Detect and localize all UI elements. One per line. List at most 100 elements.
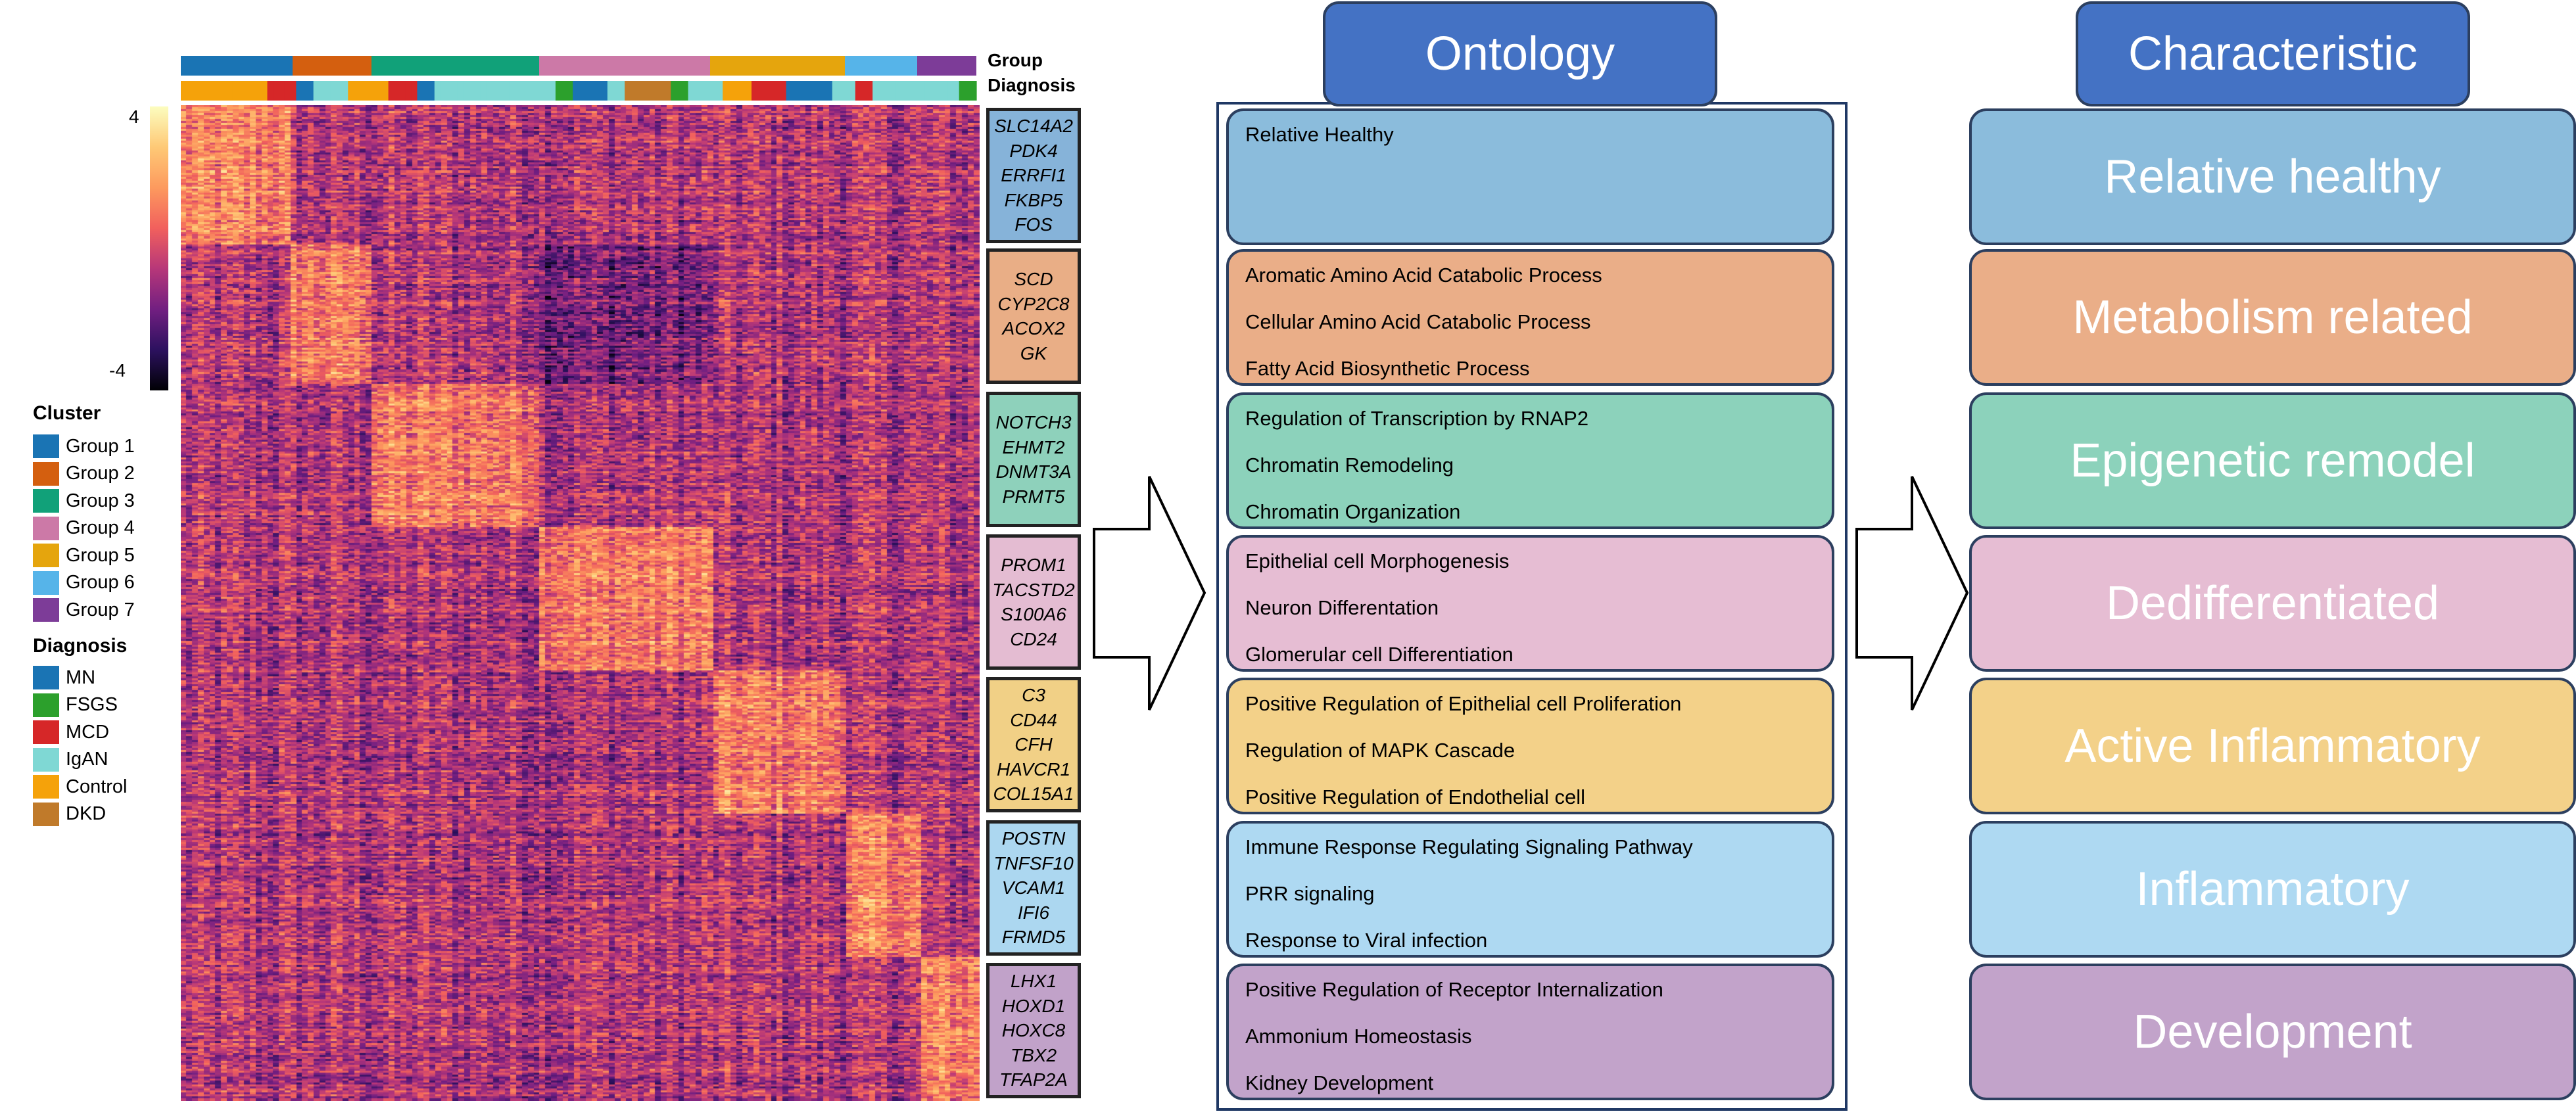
cluster-legend-label: Group 1	[66, 435, 135, 457]
diagnosis-annotation-segment	[521, 81, 527, 101]
ontology-title: Ontology	[1425, 28, 1615, 80]
diagnosis-annotation-segment	[780, 81, 787, 101]
diagnosis-annotation-segment	[630, 81, 637, 101]
diagnosis-annotation-segment	[682, 81, 689, 101]
gene-symbol: CD24	[1010, 628, 1057, 649]
gene-symbol: SCD	[1014, 269, 1053, 289]
cluster-legend-item: Group 5	[33, 543, 135, 568]
diagnosis-annotation-segment	[867, 81, 873, 101]
ontology-term: PRR signaling	[1245, 882, 1375, 905]
diagnosis-annotation-segment	[884, 81, 891, 101]
diagnosis-annotation-segment	[192, 81, 199, 101]
cluster-swatch	[33, 516, 59, 540]
diagnosis-annotation-segment	[665, 81, 671, 101]
cluster-legend-label: Group 6	[66, 572, 135, 593]
gene-symbol: FRMD5	[1001, 927, 1066, 948]
diagnosis-annotation-segment	[504, 81, 510, 101]
diagnosis-annotation-segment	[302, 81, 308, 101]
diagnosis-annotation-segment	[354, 81, 360, 101]
ontology-term: Regulation of MAPK Cascade	[1245, 739, 1515, 762]
diagnosis-swatch	[33, 747, 59, 772]
diagnosis-annotation-segment	[532, 81, 539, 101]
cluster-legend-label: Group 3	[66, 490, 135, 511]
diagnosis-annotation-segment	[244, 81, 250, 101]
gene-symbol: FKBP5	[1004, 189, 1063, 210]
diagnosis-annotation-segment	[452, 81, 458, 101]
column-annotation-bars	[181, 56, 977, 101]
cluster-legend-title: Cluster	[33, 402, 101, 424]
cluster-swatch	[33, 489, 59, 513]
gene-symbol: COL15A1	[993, 783, 1074, 804]
diagnosis-annotation-segment	[763, 81, 769, 101]
diagnosis-annotation-segment	[446, 81, 452, 101]
diagnosis-annotation-segment	[901, 81, 908, 101]
diagnosis-annotation-segment	[705, 81, 712, 101]
diagnosis-legend-item: MCD	[33, 720, 109, 745]
diagnosis-annotation-segment	[619, 81, 625, 101]
diagnosis-annotation-segment	[296, 81, 302, 101]
diagnosis-annotation-segment	[371, 81, 377, 101]
diagnosis-annotation-segment	[855, 81, 862, 101]
diagnosis-annotation-segment	[313, 81, 320, 101]
gene-symbol: EHMT2	[1002, 436, 1065, 457]
color-scale-bar	[150, 106, 168, 390]
diagnosis-annotation-segment	[625, 81, 631, 101]
diagnosis-annotation-segment	[671, 81, 677, 101]
diagnosis-annotation-segment	[579, 81, 585, 101]
diagnosis-annotation-segment	[394, 81, 400, 101]
diagnosis-annotation-segment	[400, 81, 406, 101]
diagnosis-annotation-segment	[821, 81, 827, 101]
gene-symbol: HOXD1	[1001, 995, 1066, 1016]
gene-symbol: PROM1	[1001, 555, 1066, 575]
ontology-term: Chromatin Remodeling	[1245, 454, 1454, 477]
diagnosis-annotation-segment	[947, 81, 954, 101]
diagnosis-annotation-segment	[480, 81, 487, 101]
diagnosis-annotation-segment	[342, 81, 348, 101]
diagnosis-legend-label: DKD	[66, 803, 107, 824]
group-header-label: Group	[988, 50, 1043, 70]
diagnosis-annotation-bar	[181, 81, 977, 101]
diagnosis-annotation-segment	[181, 81, 187, 101]
diagnosis-annotation-segment	[642, 81, 648, 101]
diagnosis-annotation-segment	[527, 81, 533, 101]
diagnosis-annotation-segment	[895, 81, 902, 101]
diagnosis-swatch	[33, 775, 59, 799]
diagnosis-annotation-segment	[284, 81, 291, 101]
cluster-legend-label: Group 2	[66, 463, 135, 484]
gene-symbol: C3	[1022, 685, 1045, 706]
ontology-term: Glomerular cell Differentiation	[1245, 643, 1514, 666]
diagnosis-annotation-segment	[590, 81, 596, 101]
characteristic-label: Relative healthy	[2104, 151, 2441, 203]
diagnosis-annotation-segment	[728, 81, 735, 101]
diagnosis-annotation-segment	[959, 81, 966, 101]
diagnosis-annotation-segment	[809, 81, 816, 101]
gene-symbol: ERRFI1	[1001, 165, 1066, 186]
gene-symbol: CYP2C8	[997, 293, 1070, 314]
diagnosis-annotation-segment	[475, 81, 481, 101]
cluster-swatch	[33, 571, 59, 595]
cluster-legend-item: Group 6	[33, 571, 135, 595]
diagnosis-annotation-segment	[388, 81, 395, 101]
diagnosis-annotation-segment	[688, 81, 694, 101]
ontology-term: Positive Regulation of Endothelial cell	[1245, 785, 1585, 808]
diagnosis-annotation-segment	[792, 81, 798, 101]
characteristic-box: Active Inflammatory	[1969, 678, 2576, 814]
diagnosis-annotation-segment	[279, 81, 285, 101]
diagnosis-legend-label: MCD	[66, 721, 110, 743]
cluster-swatch	[33, 434, 59, 458]
ontology-term: Relative Healthy	[1245, 123, 1394, 146]
gene-symbol: TNFSF10	[993, 852, 1074, 873]
gene-symbol: TBX2	[1010, 1044, 1057, 1065]
ontology-term: Fatty Acid Biosynthetic Process	[1245, 357, 1530, 380]
diagnosis-annotation-segment	[815, 81, 821, 101]
cluster-legend-label: Group 7	[66, 599, 135, 620]
diagnosis-annotation-segment	[602, 81, 608, 101]
diagnosis-annotation-segment	[405, 81, 412, 101]
ontology-term: Immune Response Regulating Signaling Pat…	[1245, 835, 1693, 858]
diagnosis-annotation-segment	[429, 81, 435, 101]
diagnosis-annotation-segment	[930, 81, 937, 101]
ontology-term: Regulation of Transcription by RNAP2	[1245, 407, 1589, 430]
